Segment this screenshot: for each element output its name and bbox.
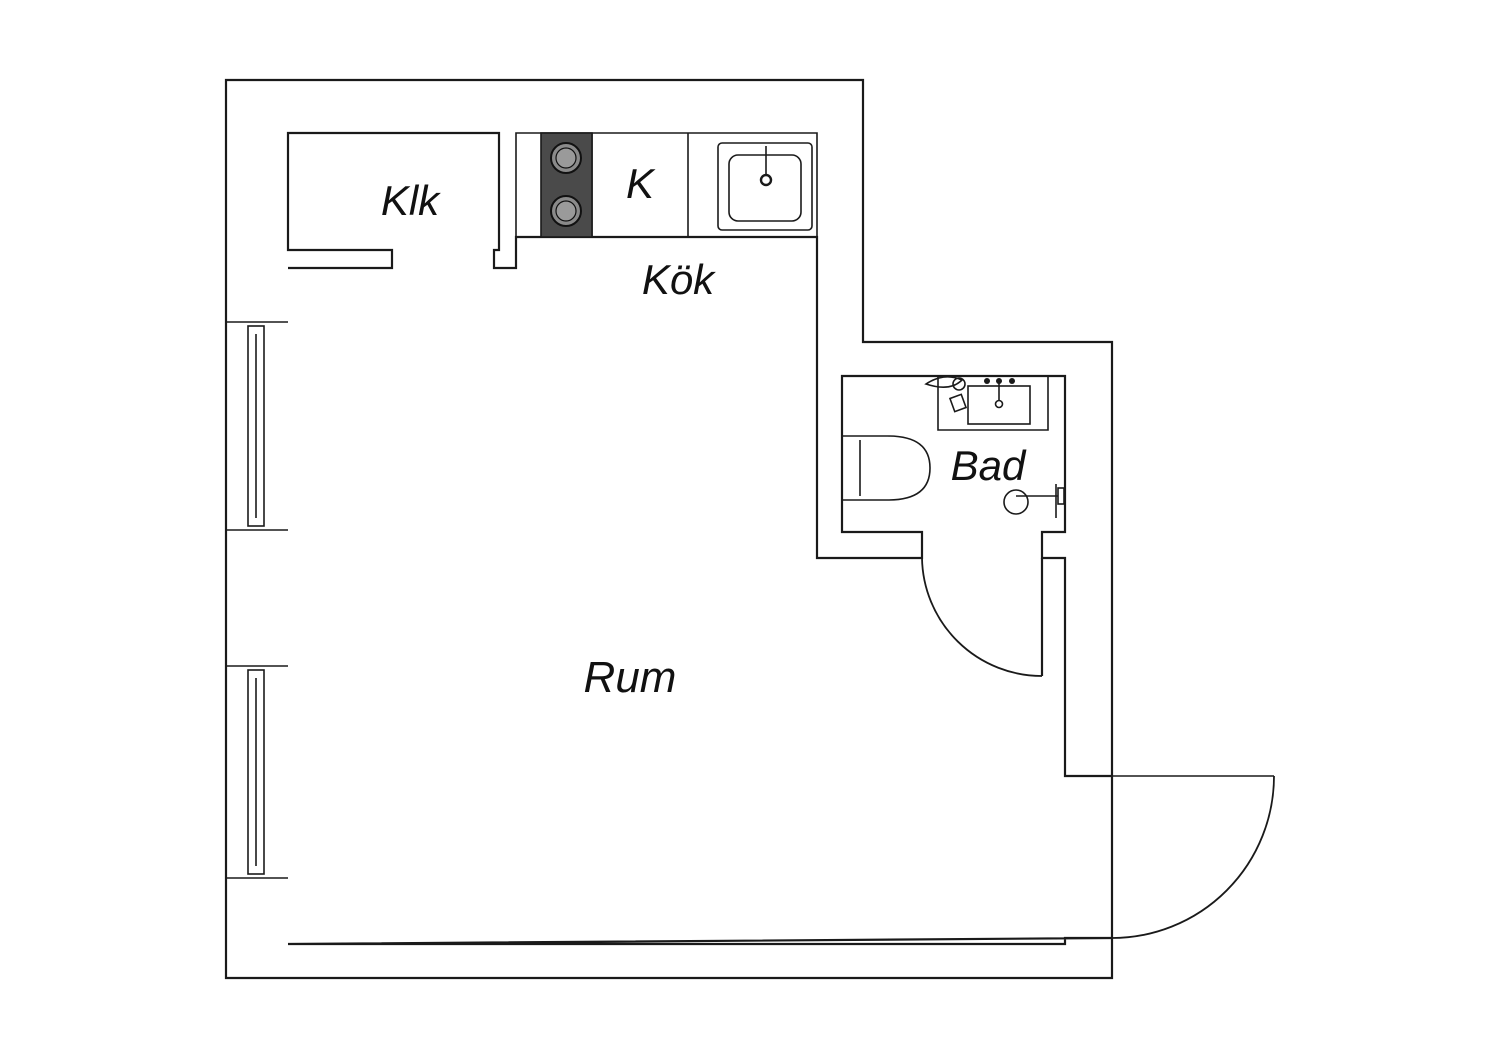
toilet xyxy=(842,435,931,501)
entrance-door-swing xyxy=(1111,775,1275,939)
label-closet: Klk xyxy=(381,177,441,224)
shower-head xyxy=(1003,489,1029,515)
kitchen-sink-drain xyxy=(759,173,773,187)
outer-wall xyxy=(224,78,1114,980)
window-lower xyxy=(226,665,288,879)
stove-burner-bottom-inner xyxy=(555,200,577,222)
bathroom-door-swing xyxy=(921,557,1043,677)
bathroom-accessory-knob xyxy=(952,377,966,391)
bathroom-sink-drain xyxy=(994,399,1004,409)
inner-wall xyxy=(286,131,1113,946)
shower-mount xyxy=(1057,487,1065,505)
faucet-knob-left xyxy=(984,378,990,384)
label-fridge: K xyxy=(626,160,656,207)
faucet-knob-center xyxy=(996,378,1002,384)
faucet-knob-right xyxy=(1009,378,1015,384)
label-kitchen: Kök xyxy=(642,256,716,303)
bathroom-vanity xyxy=(937,376,1049,431)
bathroom-accessory xyxy=(924,376,964,388)
kitchen-sink-basin xyxy=(728,154,802,222)
bathroom-accessory-box xyxy=(948,393,968,413)
label-bathroom: Bad xyxy=(951,442,1027,489)
kitchen-sink-outer xyxy=(717,142,813,231)
stove-burner-top-inner xyxy=(555,147,577,169)
kitchen-counter xyxy=(515,132,818,237)
label-living-room: Rum xyxy=(584,653,677,702)
window-upper xyxy=(226,321,288,531)
